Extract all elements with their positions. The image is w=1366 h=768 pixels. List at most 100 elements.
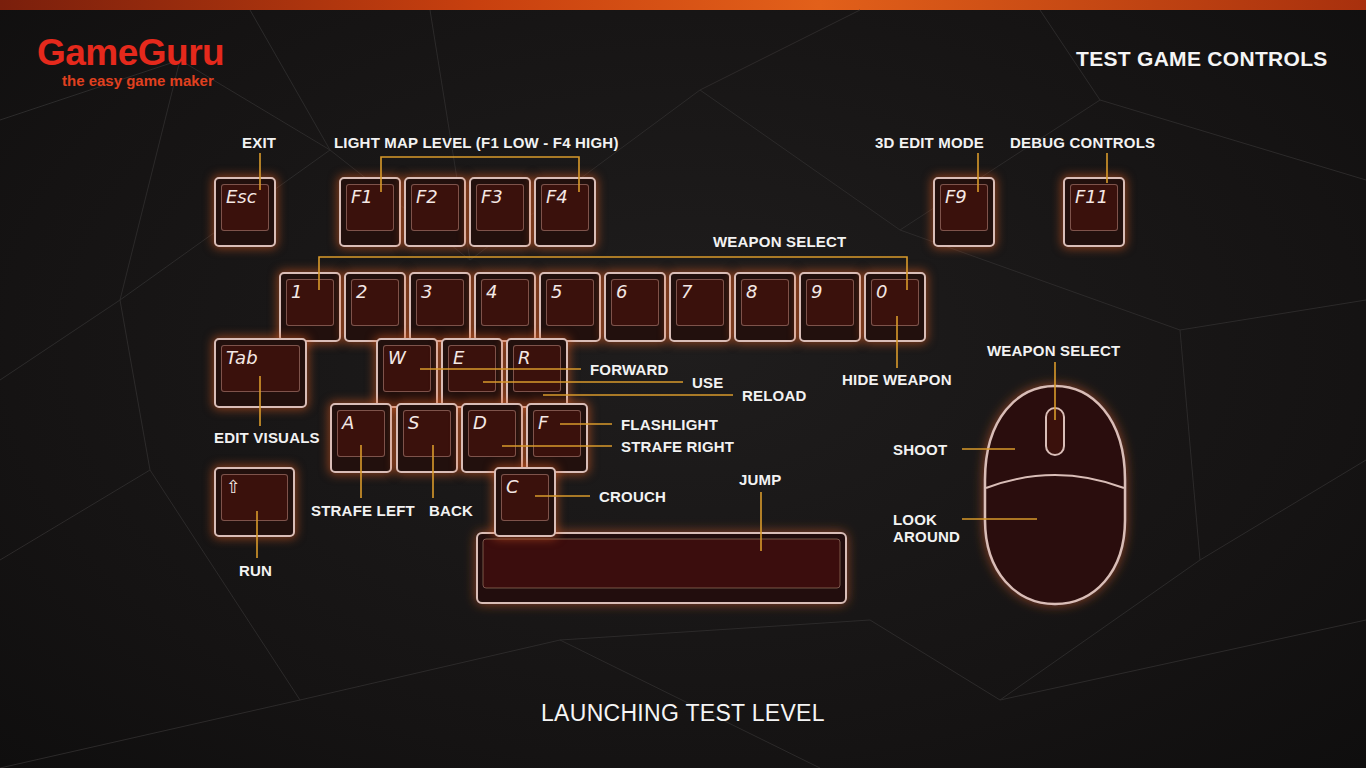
- key-cap: F2: [404, 177, 466, 247]
- key-label: 8: [746, 282, 757, 302]
- back-leader: [432, 445, 434, 498]
- jump-leader: [760, 492, 762, 551]
- callout-label: EXIT: [242, 134, 276, 151]
- mouse-weapon-leader: [1054, 362, 1056, 420]
- callout-label: STRAFE RIGHT: [621, 438, 734, 455]
- callout-label: DEBUG CONTROLS: [1010, 134, 1155, 151]
- key-cap: F: [526, 403, 588, 473]
- key-label: 4: [486, 282, 497, 302]
- key-label: F: [538, 413, 548, 433]
- exit-leader: [259, 153, 261, 190]
- key-label: 1: [291, 282, 302, 302]
- key-cap: 1: [279, 272, 341, 342]
- key-cap: D: [461, 403, 523, 473]
- key-cap: F9: [933, 177, 995, 247]
- key-label: F9: [945, 187, 967, 207]
- key-cap: F4: [534, 177, 596, 247]
- strafe-left-leader: [360, 445, 362, 498]
- key-cap: 7: [669, 272, 731, 342]
- space-bar-outer: [477, 533, 846, 603]
- flashlight-leader: [560, 423, 612, 425]
- key-label: 6: [616, 282, 627, 302]
- use-leader: [483, 381, 683, 383]
- strafe-right-leader: [502, 445, 612, 447]
- key-cap: ⇧: [214, 467, 295, 537]
- callout-label: LIGHT MAP LEVEL (F1 LOW - F4 HIGH): [334, 134, 619, 151]
- key-label: 3: [421, 282, 432, 302]
- callout-label: FORWARD: [590, 361, 669, 378]
- callout-label: RELOAD: [742, 387, 807, 404]
- key-cap: Esc: [214, 177, 276, 247]
- callout-label: LOOK AROUND: [893, 511, 963, 545]
- key-cap: 8: [734, 272, 796, 342]
- reload-leader: [543, 394, 733, 396]
- key-cap: 6: [604, 272, 666, 342]
- key-cap: 3: [409, 272, 471, 342]
- look-around-leader: [962, 518, 1037, 520]
- key-label: Esc: [226, 187, 257, 207]
- key-label: A: [342, 413, 354, 433]
- crouch-leader: [535, 495, 590, 497]
- callout-label: CROUCH: [599, 488, 666, 505]
- callout-label: 3D EDIT MODE: [875, 134, 984, 151]
- callout-label: USE: [692, 374, 723, 391]
- logo-text: GameGuru: [37, 34, 224, 71]
- forward-leader: [420, 368, 581, 370]
- edit-visuals-leader: [259, 376, 261, 426]
- key-label: W: [388, 348, 406, 368]
- callout-label: SHOOT: [893, 441, 947, 458]
- key-cap: E: [441, 338, 503, 408]
- hide-weapon-leader: [896, 316, 898, 368]
- key-label: 5: [551, 282, 562, 302]
- callout-label: BACK: [429, 502, 473, 519]
- space-bar-inner: [483, 539, 840, 588]
- key-label: ⇧: [226, 477, 241, 497]
- key-label: D: [473, 413, 487, 433]
- key-cap: F11: [1063, 177, 1125, 247]
- key-label: F3: [481, 187, 503, 207]
- run-leader: [256, 511, 258, 558]
- page-caption: LAUNCHING TEST LEVEL: [541, 700, 825, 727]
- key-cap: 4: [474, 272, 536, 342]
- weapon-select-bracket: [319, 257, 907, 290]
- key-label: E: [453, 348, 464, 368]
- page-title: TEST GAME CONTROLS: [1076, 47, 1328, 71]
- key-label: F1: [351, 187, 373, 207]
- space-bar: [477, 533, 846, 603]
- key-label: Tab: [226, 348, 258, 368]
- callout-label: HIDE WEAPON: [842, 371, 952, 388]
- callout-label: RUN: [239, 562, 272, 579]
- key-label: C: [506, 477, 519, 497]
- key-label: R: [518, 348, 531, 368]
- edit-mode-leader: [977, 153, 979, 192]
- key-label: 2: [356, 282, 367, 302]
- key-cap: W: [376, 338, 438, 408]
- key-cap: R: [506, 338, 568, 408]
- light-map-bracket: [381, 157, 579, 192]
- key-label: 0: [876, 282, 887, 302]
- callout-label: FLASHLIGHT: [621, 416, 718, 433]
- mouse-button-divider: [986, 475, 1124, 488]
- key-label: F4: [546, 187, 568, 207]
- key-label: F2: [416, 187, 438, 207]
- background-facets: [0, 10, 1366, 768]
- shoot-leader: [962, 448, 1015, 450]
- key-cap: 5: [539, 272, 601, 342]
- key-cap: 0: [864, 272, 926, 342]
- key-cap: F3: [469, 177, 531, 247]
- callout-label: JUMP: [739, 471, 781, 488]
- callout-label: STRAFE LEFT: [311, 502, 415, 519]
- key-label: 7: [681, 282, 692, 302]
- top-bar: [0, 0, 1366, 10]
- key-cap: 2: [344, 272, 406, 342]
- debug-leader: [1106, 153, 1108, 183]
- logo-tagline: the easy game maker: [62, 73, 214, 88]
- key-cap: C: [494, 467, 556, 537]
- key-label: 9: [811, 282, 822, 302]
- key-label: F11: [1075, 187, 1108, 207]
